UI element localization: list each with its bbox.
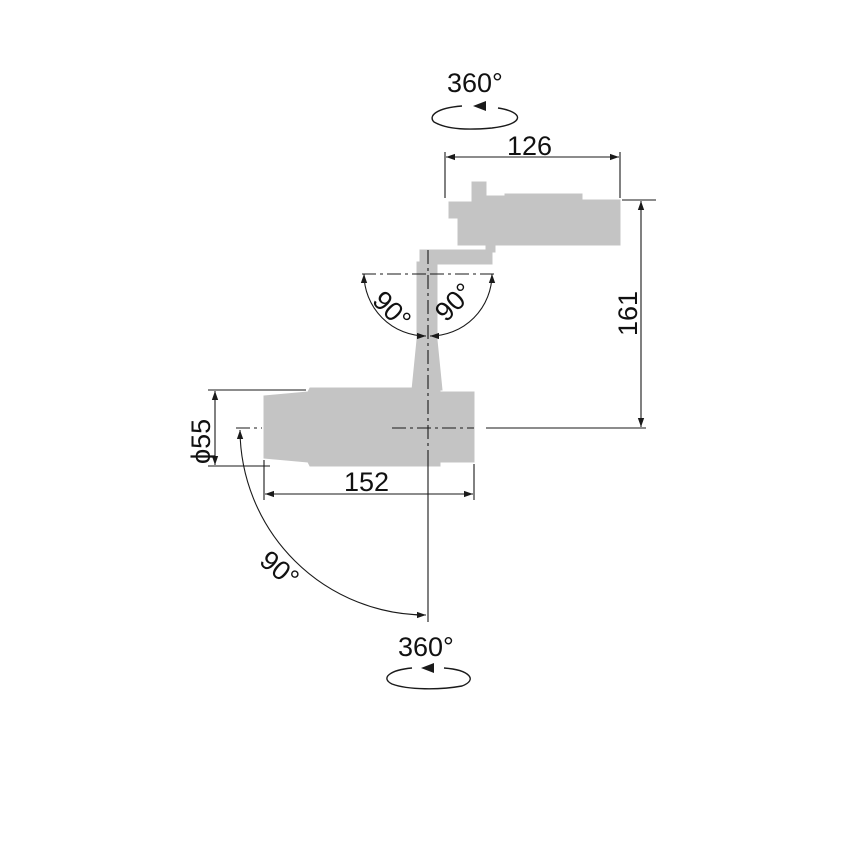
swing-head-label: 90° <box>254 545 305 594</box>
height-total-dimension: 161 <box>613 199 656 427</box>
track-adapter <box>419 181 621 273</box>
diameter-head-dimension: ϕ55 <box>186 389 306 467</box>
rotation-top-arrow-icon <box>473 101 486 111</box>
rotation-top-label: 360° <box>447 68 503 98</box>
center-lines <box>236 250 646 622</box>
width-adapter-dimension: 126 <box>444 131 621 198</box>
rotation-bottom-arrow-icon <box>421 663 434 673</box>
length-head-label: 152 <box>344 467 389 497</box>
tilt-left-label: 90° <box>367 285 417 335</box>
diameter-head-label: ϕ55 <box>186 419 216 464</box>
rotation-bottom-label: 360° <box>398 632 454 662</box>
rotation-top-indicator: 360° <box>431 68 519 130</box>
width-adapter-label: 126 <box>507 131 552 161</box>
height-total-label: 161 <box>613 291 643 336</box>
stem <box>411 261 443 391</box>
lamp-head <box>263 387 475 467</box>
rotation-bottom-indicator: 360° <box>386 632 471 690</box>
